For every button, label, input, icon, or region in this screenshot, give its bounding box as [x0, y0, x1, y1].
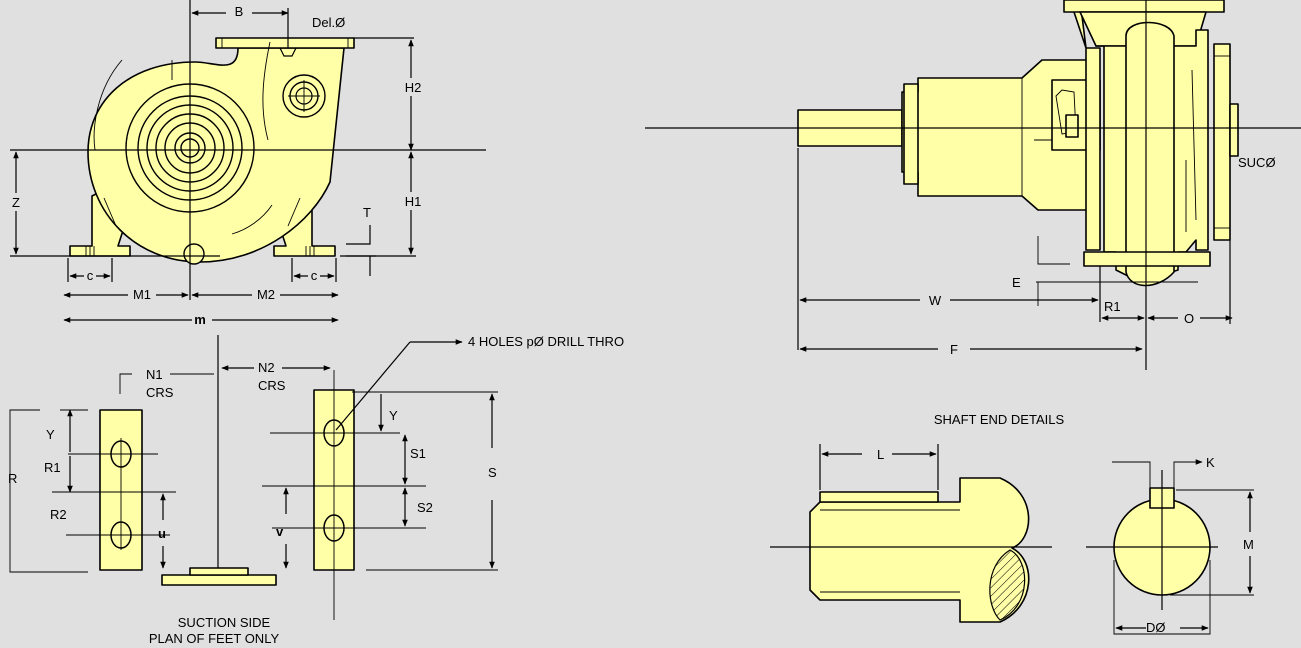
del-dia-label: Del.Ø [312, 15, 345, 30]
suc-dia-label: SUCØ [1238, 155, 1276, 170]
dim-M-label: M [1243, 537, 1254, 552]
dim-c-left-label: c [87, 268, 94, 283]
dim-R1-side-label: R1 [1104, 299, 1121, 314]
dim-B-label: B [235, 4, 244, 19]
dim-M2-label: M2 [257, 287, 275, 302]
bolt-holes [110, 419, 345, 549]
dim-N2-crs-label: CRS [258, 378, 286, 393]
dim-F-label: F [950, 342, 958, 357]
dim-Y-right-label: Y [389, 408, 398, 423]
dim-T-label: T [363, 205, 371, 220]
dim-M1-label: M1 [133, 287, 151, 302]
dim-S1-label: S1 [410, 446, 426, 461]
dim-Y-left-label: Y [46, 427, 55, 442]
holes-note: 4 HOLES pØ DRILL THRO [468, 334, 624, 349]
motor-flange [903, 83, 919, 185]
suction-flange [1213, 43, 1231, 241]
feet-plan-caption-line2: PLAN OF FEET ONLY [149, 631, 280, 646]
dim-S-label: S [488, 465, 497, 480]
side-view: SUCØ E W R1 O F [645, 0, 1301, 370]
delivery-flange [215, 37, 355, 49]
dim-m-label: m [194, 312, 206, 327]
dim-N2-label: N2 [258, 360, 275, 375]
dim-H2-label: H2 [405, 80, 422, 95]
suction-base-plate [161, 574, 277, 586]
volute-casing [87, 47, 345, 263]
dim-R1-plan-label: R1 [44, 460, 61, 475]
shaft-end-side [809, 477, 1030, 623]
dim-R-label: R [8, 471, 17, 486]
gauge-port [282, 74, 326, 118]
dim-K-label: K [1206, 455, 1215, 470]
dim-v-label: v [276, 524, 284, 539]
feet-plan-caption-line1: SUCTION SIDE [178, 615, 271, 630]
shaft-end-title: SHAFT END DETAILS [934, 412, 1065, 427]
dim-O-label: O [1184, 311, 1194, 326]
dim-S2-label: S2 [417, 500, 433, 515]
dim-H1-label: H1 [405, 194, 422, 209]
shaft-end-details: SHAFT END DETAILS L K M DØ [770, 412, 1254, 635]
dim-L-label: L [877, 447, 884, 462]
drain-hole [183, 243, 205, 265]
keyway [819, 491, 939, 503]
front-view: B Del.Ø H2 H1 Z T c c M1 [7, 0, 486, 328]
dim-N1-crs-label: CRS [146, 385, 174, 400]
dim-D-dia-label: DØ [1146, 620, 1166, 635]
dim-c-right-label: c [311, 268, 318, 283]
dim-R2-label: R2 [50, 507, 67, 522]
feet-plan-view: 4 HOLES pØ DRILL THRO N1 CRS N2 CRS R Y … [8, 334, 624, 646]
dim-W-label: W [929, 293, 942, 308]
dim-u-label: u [158, 526, 166, 541]
dim-N1-label: N1 [146, 367, 163, 382]
dim-Z-label: Z [12, 195, 20, 210]
dim-E-label: E [1012, 275, 1021, 290]
